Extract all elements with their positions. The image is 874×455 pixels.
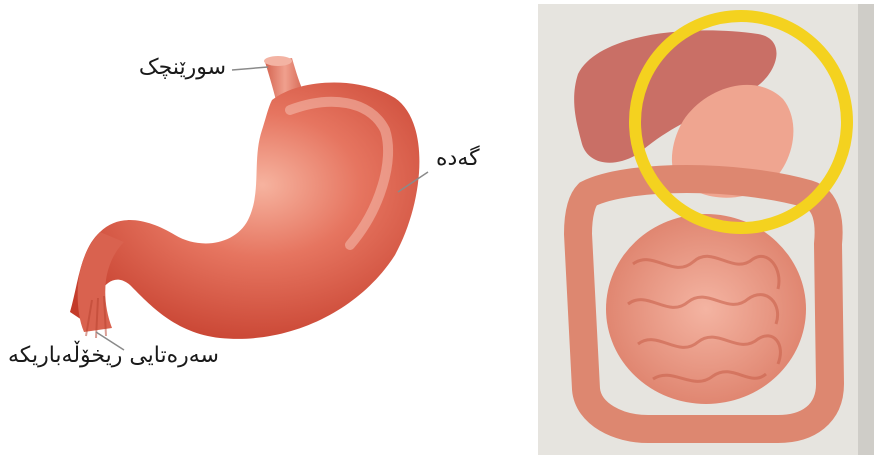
digestive-system-panel [538,4,874,455]
stomach-illustration [0,0,520,455]
stomach-illustration-panel: سورێنچک گەدە سەرەتایی ریخۆڵەباریکە [0,0,520,455]
stomach-shape [70,82,419,338]
esophagus-leader-line [232,67,268,70]
esophagus-label: سورێنچک [139,57,226,79]
duodenum-shape [78,232,124,332]
digestive-system-illustration [538,4,874,455]
stomach-label: گەدە [436,148,480,170]
duodenum-label: سەرەتایی ریخۆڵەباریکە [8,345,219,367]
